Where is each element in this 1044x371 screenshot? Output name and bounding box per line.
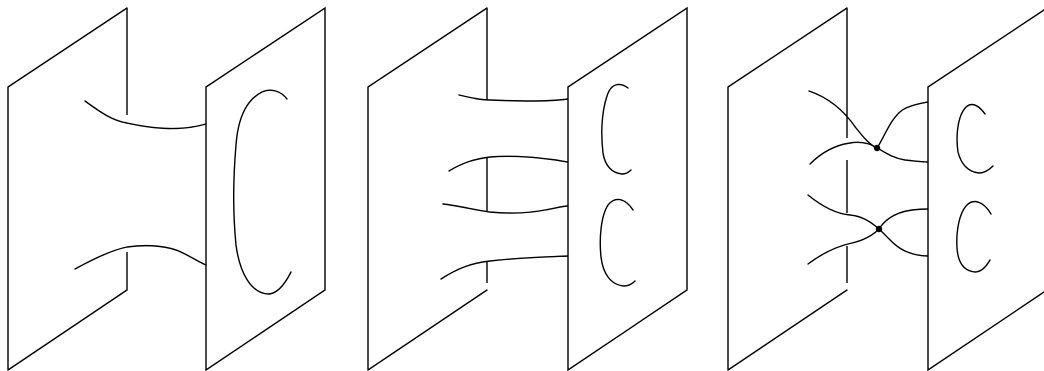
lower-strand [75, 246, 206, 269]
panel-1 [8, 8, 325, 370]
right-plane-lower-arc [957, 202, 991, 272]
strand-lower-left-out [808, 229, 879, 264]
right-plane-arc [234, 90, 291, 294]
right-plane [928, 8, 1044, 370]
strand-lower-middle [443, 204, 568, 213]
panel-2 [368, 8, 687, 370]
strand-lower-left-in [808, 195, 879, 229]
right-plane [568, 8, 687, 370]
panel-3 [728, 8, 1044, 370]
right-plane [206, 8, 325, 370]
strand-lower-right-in [879, 209, 928, 229]
strand-upper-middle [449, 156, 568, 171]
crossing-node-lower [876, 226, 882, 232]
strand-upper-right-in [877, 102, 928, 148]
left-plane-outline [8, 8, 127, 370]
strand-upper-left-in [809, 91, 877, 148]
strand-bottom [441, 256, 568, 279]
crossing-node-upper [874, 145, 880, 151]
right-plane-upper-arc [602, 84, 631, 174]
strand-lower-right-out [879, 229, 928, 256]
right-plane-lower-arc [600, 199, 635, 286]
strand-upper-right-out [877, 148, 928, 162]
strand-upper-left-out [810, 142, 877, 164]
upper-strand [85, 101, 206, 129]
strand-top [459, 95, 568, 101]
left-plane-outline [728, 8, 847, 370]
left-plane-outline [368, 8, 487, 370]
right-plane-upper-arc [957, 105, 993, 173]
